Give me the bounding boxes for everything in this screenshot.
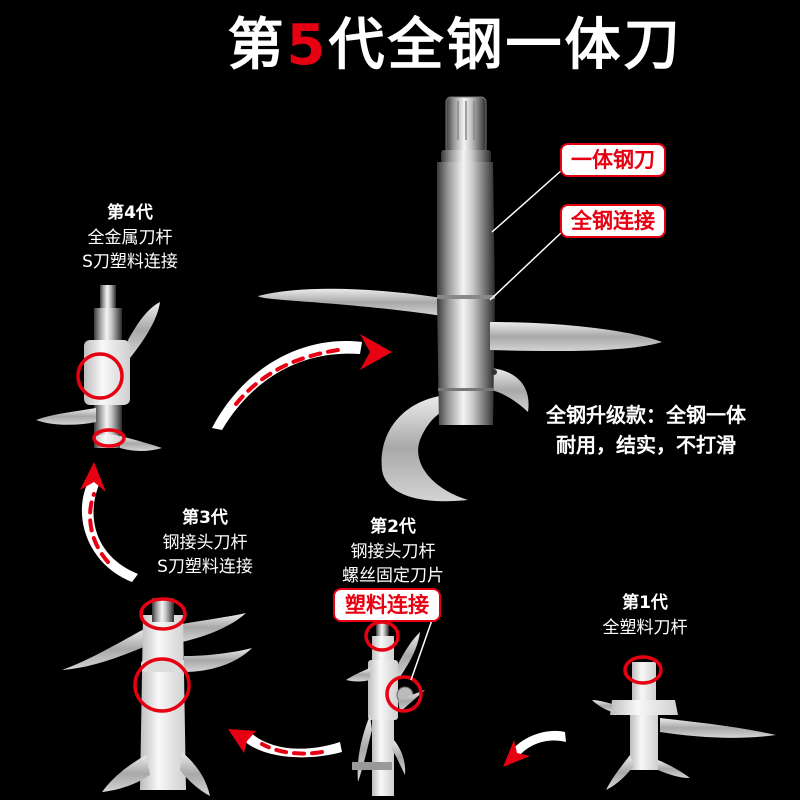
gen3-middle-blade	[184, 648, 252, 672]
gen1-blade-lower-left	[606, 755, 634, 790]
arrow-gen1-to-gen2-icon	[503, 730, 566, 767]
arrow-head	[80, 462, 106, 492]
leader-line-integral	[491, 169, 563, 233]
gen1-blade-right	[660, 718, 776, 738]
gen2-upper-blade	[396, 632, 420, 680]
arrow-gen3-to-gen4-icon	[80, 462, 138, 582]
gen2-steel-knob	[376, 622, 389, 638]
gen1-base-plate	[610, 700, 678, 715]
arrow-stripes	[88, 492, 110, 564]
gen-label: 第3代	[182, 508, 228, 528]
gen5-joint-band	[438, 388, 494, 391]
arrow-gen4-to-gen5-icon	[212, 334, 392, 430]
gen5-blade-icon	[258, 96, 662, 502]
upgrade-note: 全钢升级款：全钢一体 耐用，结实，不打滑	[528, 400, 764, 460]
gen-line: 螺丝固定刀片	[342, 566, 444, 586]
arrow-head	[360, 334, 392, 370]
gen5-upper-blade-left	[258, 288, 442, 316]
gen3-caption: 第3代 钢接头刀杆 S刀塑料连接	[120, 505, 290, 579]
gen3-plastic-shaft	[140, 615, 186, 790]
arrow-stripes	[234, 348, 340, 406]
gen3-upper-blade-left	[62, 628, 146, 670]
gen-label: 第1代	[622, 593, 668, 613]
gen4-blade-icon	[36, 285, 162, 451]
gen4-lower-blade-left	[36, 408, 96, 425]
title-suffix: 代全钢一体刀	[328, 13, 683, 78]
gen2-caption: 第2代 钢接头刀杆 螺丝固定刀片	[308, 514, 478, 588]
arrow-head	[503, 740, 530, 767]
title-number: 5	[286, 13, 329, 78]
gen-line: 全金属刀杆	[87, 228, 173, 248]
gen2-screw-plate	[352, 762, 392, 770]
callout-integral-blade: 一体钢刀	[560, 143, 666, 177]
gen1-blade-left	[592, 700, 612, 712]
gen1-blade-lower-right	[658, 760, 690, 778]
gen4-drive-knob	[100, 285, 116, 311]
callout-steel-connection: 全钢连接	[560, 204, 666, 238]
leader-line-plastic	[410, 619, 433, 681]
gen4-lower-blade-right	[120, 436, 162, 451]
gen2-plastic-hub	[368, 660, 398, 720]
gen5-collar	[441, 150, 491, 163]
arrow-stripes	[260, 742, 324, 756]
gen5-joint-band	[437, 295, 495, 299]
gen3-highlight-circle-icon	[133, 657, 191, 713]
gen3-blade-icon	[62, 597, 252, 796]
arrow-body	[243, 730, 342, 758]
gen3-upper-blade-right	[182, 613, 246, 642]
gen-line: 钢接头刀杆	[162, 533, 248, 553]
arrow-body	[212, 341, 362, 430]
gen-label: 第2代	[370, 517, 416, 537]
arrow-body	[512, 730, 566, 755]
gen2-lower-blade-left	[357, 715, 372, 782]
gen5-lower-blade-left	[381, 395, 468, 502]
gen5-lower-blade-right	[490, 368, 529, 412]
upgrade-note-line: 全钢升级款：全钢一体	[546, 403, 746, 427]
gen5-upper-blade-right	[490, 322, 662, 352]
callout-plastic-connection: 塑料连接	[333, 588, 441, 622]
gen3-bottom-blade-right	[180, 752, 210, 796]
upgrade-note-line: 耐用，结实，不打滑	[556, 433, 736, 457]
gen-line: 钢接头刀杆	[350, 542, 436, 562]
gen2-highlight-circle-icon	[364, 620, 400, 652]
gen4-caption: 第4代 全金属刀杆 S刀塑料连接	[45, 200, 215, 274]
gen1-plastic-shaft	[630, 715, 658, 770]
gen4-highlight-circle-icon	[92, 428, 126, 448]
gen-label: 第4代	[107, 203, 153, 223]
gen1-highlight-circle-icon	[623, 655, 663, 685]
arrow-gen2-to-gen3-icon	[228, 729, 342, 758]
gen2-small-blade	[398, 690, 425, 712]
gen3-bottom-blade-left	[102, 755, 150, 792]
gen5-shaft	[437, 162, 495, 425]
gen2-blade-icon	[346, 620, 425, 796]
gen1-caption: 第1代 全塑料刀杆	[560, 590, 730, 640]
gen2-highlight-circle-icon	[385, 675, 423, 713]
gen2-left-arm	[346, 668, 370, 682]
leader-line-steel	[489, 231, 563, 301]
gen-line: S刀塑料连接	[82, 252, 178, 272]
gen-line: S刀塑料连接	[157, 557, 253, 577]
gen2-lower-blade-right	[392, 740, 406, 775]
arrow-head	[228, 729, 256, 753]
gen1-blade-icon	[592, 655, 776, 790]
gen3-highlight-circle-icon	[139, 597, 187, 631]
title-prefix: 第	[227, 13, 287, 78]
gen5-pin-hole	[491, 369, 497, 375]
gen4-upper-blade	[128, 302, 160, 358]
page-title: 第5代全钢一体刀	[190, 6, 720, 86]
gen4-highlight-circle-icon	[76, 352, 124, 400]
gen-line: 全塑料刀杆	[602, 618, 688, 638]
gen3-steel-knob	[152, 598, 174, 622]
